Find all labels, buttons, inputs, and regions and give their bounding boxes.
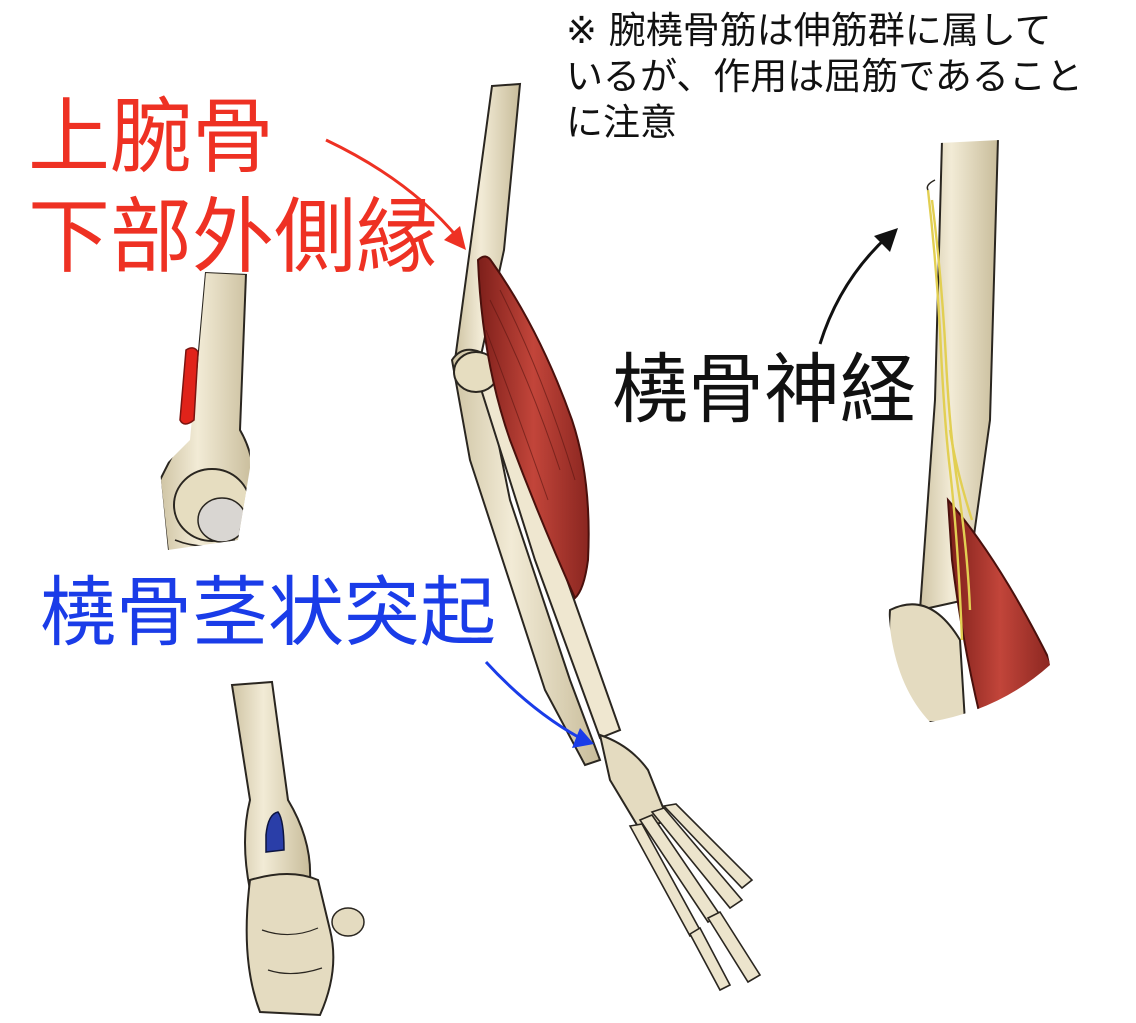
hand-bones bbox=[630, 804, 760, 990]
note-line3: に注意 bbox=[566, 100, 1083, 146]
carpal-bones bbox=[247, 874, 334, 1015]
radius-shaft-distal bbox=[232, 682, 310, 890]
insertion-label: 橈骨茎状突起 bbox=[40, 568, 496, 658]
capitulum bbox=[198, 498, 246, 542]
humerus-inset bbox=[160, 272, 254, 552]
note-line2: いるが、作用は屈筋であること bbox=[566, 54, 1083, 100]
note-line1: ※ 腕橈骨筋は伸筋群に属して bbox=[566, 8, 1083, 54]
forearm-main bbox=[452, 84, 760, 990]
origin-label-line1: 上腕骨 bbox=[28, 88, 438, 188]
origin-label-line2: 下部外側縁 bbox=[28, 188, 438, 288]
radial-nerve-label: 橈骨神経 bbox=[612, 345, 916, 435]
nerve-arrow bbox=[820, 228, 898, 344]
origin-label: 上腕骨 下部外側縁 bbox=[28, 88, 438, 288]
pisiform bbox=[332, 908, 364, 936]
note-text: ※ 腕橈骨筋は伸筋群に属して いるが、作用は屈筋であること に注意 bbox=[566, 8, 1083, 146]
radius-inset bbox=[232, 682, 364, 1015]
radius-head-right bbox=[889, 604, 965, 722]
